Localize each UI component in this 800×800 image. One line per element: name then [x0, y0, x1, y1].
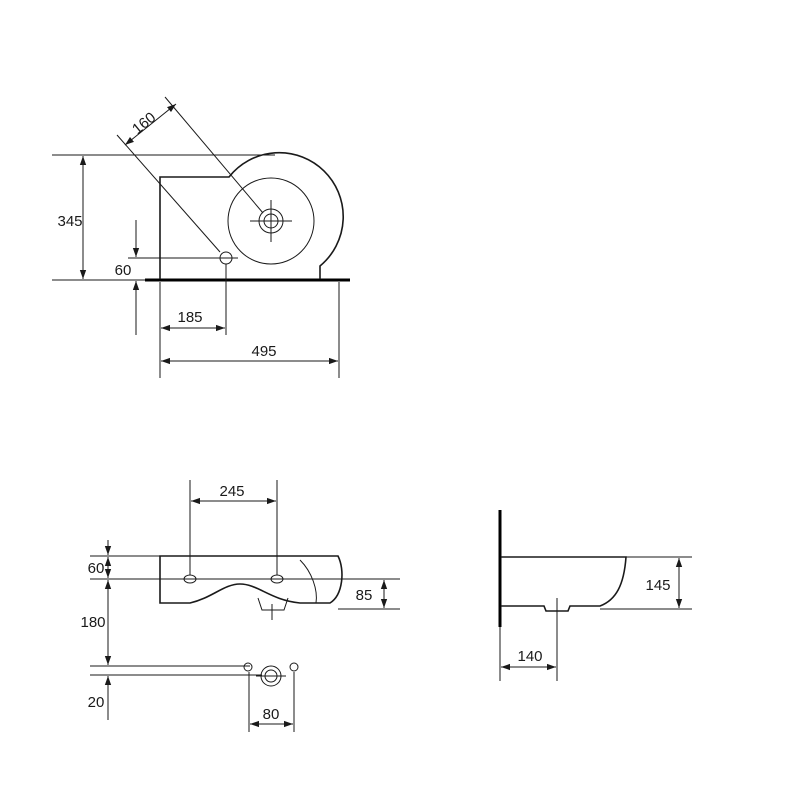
front-basin-outline — [159, 555, 343, 604]
side-view: 145 140 — [498, 510, 692, 681]
side-basin-profile — [501, 556, 627, 612]
dim-label-60-top: 60 — [115, 262, 132, 279]
dim-label-345: 345 — [57, 213, 82, 230]
front-view: 245 60 180 20 85 80 — [80, 480, 400, 732]
dim-label-180: 180 — [80, 614, 105, 631]
ext-line-diag-2 — [116, 134, 221, 253]
dim-label-160: 160 — [129, 109, 159, 138]
front-waste-spout — [257, 597, 289, 611]
dim-label-60-front: 60 — [88, 560, 105, 577]
dim-label-185: 185 — [177, 309, 202, 326]
dim-label-145: 145 — [645, 577, 670, 594]
outlet-screw-right — [289, 662, 299, 672]
outlet-screw-left — [243, 662, 253, 672]
top-view: 160 345 60 185 495 — [52, 96, 350, 378]
dim-label-245: 245 — [219, 483, 244, 500]
dim-label-140: 140 — [517, 648, 542, 665]
basin-outline — [159, 151, 344, 279]
dim-line-160 — [124, 103, 177, 146]
dim-label-20: 20 — [88, 694, 105, 711]
bowl-circle — [227, 177, 315, 265]
front-bowl-curve — [299, 559, 317, 604]
dim-label-80: 80 — [263, 706, 280, 723]
dim-label-495: 495 — [251, 343, 276, 360]
dim-label-85: 85 — [356, 587, 373, 604]
